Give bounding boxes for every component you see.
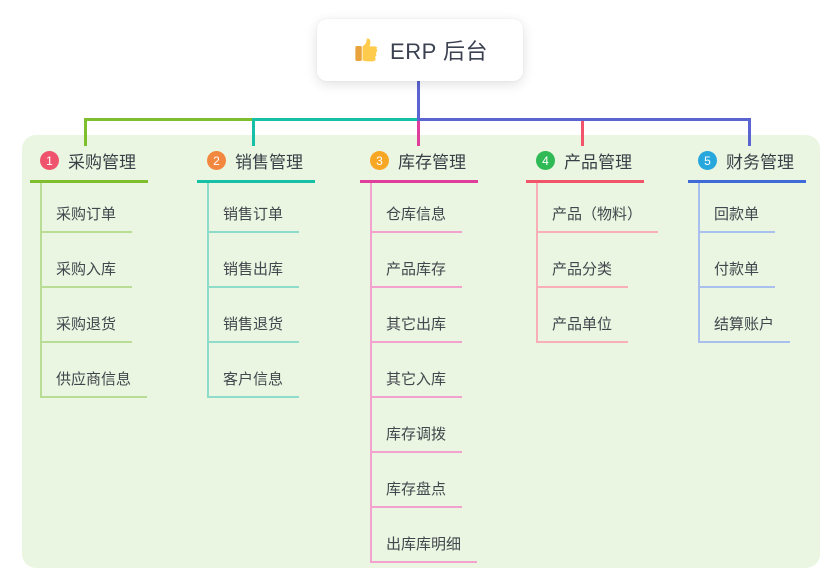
node-product-stock[interactable]: 产品库存 <box>370 258 463 288</box>
list-item: 回款单 <box>688 183 806 233</box>
branch-number-badge: 2 <box>207 151 226 170</box>
branches-panel <box>22 135 820 568</box>
branch-title: 产品管理 <box>564 153 632 172</box>
branch-header-purchase[interactable]: 1 采购管理 <box>30 148 148 183</box>
list-item: 客户信息 <box>197 343 315 398</box>
list-item: 仓库信息 <box>360 183 478 233</box>
branch-title: 销售管理 <box>235 153 303 172</box>
list-item: 采购退货 <box>30 288 148 343</box>
node-outbound-detail[interactable]: 出库库明细 <box>370 533 478 563</box>
list-item: 付款单 <box>688 233 806 288</box>
list-item: 出库库明细 <box>360 508 478 563</box>
list-item: 产品分类 <box>526 233 644 288</box>
branch-number-badge: 4 <box>536 151 555 170</box>
branch-purchase: 1 采购管理 采购订单 采购入库 采购退货 供应商信息 <box>30 148 148 398</box>
connector-bus-green <box>84 118 254 121</box>
list-item: 其它入库 <box>360 343 478 398</box>
branch-number-badge: 5 <box>698 151 717 170</box>
node-purchase-inbound[interactable]: 采购入库 <box>40 258 133 288</box>
connector-root-vertical <box>417 81 420 120</box>
list-item: 供应商信息 <box>30 343 148 398</box>
list-item: 其它出库 <box>360 288 478 343</box>
list-item: 产品单位 <box>526 288 644 343</box>
list-item: 产品（物料） <box>526 183 659 233</box>
node-customer-info[interactable]: 客户信息 <box>207 368 300 398</box>
list-item: 采购订单 <box>30 183 148 233</box>
node-product-unit[interactable]: 产品单位 <box>536 313 629 343</box>
node-other-inbound[interactable]: 其它入库 <box>370 368 463 398</box>
connector-bus-indigo <box>417 118 751 121</box>
branch-children: 仓库信息 产品库存 其它出库 其它入库 库存调拨 库存盘点 出库库明细 <box>360 183 478 563</box>
branch-product: 4 产品管理 产品（物料） 产品分类 产品单位 <box>526 148 659 343</box>
branch-header-product[interactable]: 4 产品管理 <box>526 148 644 183</box>
node-receipt-bill[interactable]: 回款单 <box>698 203 776 233</box>
root-node[interactable]: ERP 后台 <box>317 19 523 81</box>
node-sales-outbound[interactable]: 销售出库 <box>207 258 300 288</box>
node-other-outbound[interactable]: 其它出库 <box>370 313 463 343</box>
connector-drop-sales <box>252 118 255 146</box>
list-item: 结算账户 <box>688 288 806 343</box>
branch-title: 采购管理 <box>68 153 136 172</box>
node-sales-return[interactable]: 销售退货 <box>207 313 300 343</box>
branch-children: 采购订单 采购入库 采购退货 供应商信息 <box>30 183 148 398</box>
list-item: 采购入库 <box>30 233 148 288</box>
node-product-category[interactable]: 产品分类 <box>536 258 629 288</box>
connector-drop-product <box>581 121 584 146</box>
list-item: 销售出库 <box>197 233 315 288</box>
node-stock-taking[interactable]: 库存盘点 <box>370 478 463 508</box>
list-item: 销售订单 <box>197 183 315 233</box>
branch-number-badge: 1 <box>40 151 59 170</box>
branch-header-sales[interactable]: 2 销售管理 <box>197 148 315 183</box>
node-sales-order[interactable]: 销售订单 <box>207 203 300 233</box>
list-item: 库存盘点 <box>360 453 478 508</box>
branch-children: 产品（物料） 产品分类 产品单位 <box>526 183 659 343</box>
node-settlement-account[interactable]: 结算账户 <box>698 313 791 343</box>
branch-number-badge: 3 <box>370 151 389 170</box>
node-purchase-order[interactable]: 采购订单 <box>40 203 133 233</box>
list-item: 库存调拨 <box>360 398 478 453</box>
branch-children: 销售订单 销售出库 销售退货 客户信息 <box>197 183 315 398</box>
branch-header-finance[interactable]: 5 财务管理 <box>688 148 806 183</box>
branch-children: 回款单 付款单 结算账户 <box>688 183 806 343</box>
branch-sales: 2 销售管理 销售订单 销售出库 销售退货 客户信息 <box>197 148 315 398</box>
node-purchase-return[interactable]: 采购退货 <box>40 313 133 343</box>
node-product-material[interactable]: 产品（物料） <box>536 203 659 233</box>
node-warehouse-info[interactable]: 仓库信息 <box>370 203 463 233</box>
connector-drop-finance <box>748 118 751 146</box>
branch-inventory: 3 库存管理 仓库信息 产品库存 其它出库 其它入库 库存调拨 库存盘点 出库库… <box>360 148 478 563</box>
branch-title: 库存管理 <box>398 153 466 172</box>
node-stock-transfer[interactable]: 库存调拨 <box>370 423 463 453</box>
list-item: 产品库存 <box>360 233 478 288</box>
node-payment-bill[interactable]: 付款单 <box>698 258 776 288</box>
thumbs-up-icon <box>352 37 379 64</box>
connector-drop-purchase <box>84 118 87 146</box>
branch-header-inventory[interactable]: 3 库存管理 <box>360 148 478 183</box>
connector-bus-teal <box>252 118 419 121</box>
branch-title: 财务管理 <box>726 153 794 172</box>
node-supplier-info[interactable]: 供应商信息 <box>40 368 148 398</box>
connector-drop-inventory <box>417 121 420 146</box>
root-node-label: ERP 后台 <box>390 39 488 64</box>
list-item: 销售退货 <box>197 288 315 343</box>
branch-finance: 5 财务管理 回款单 付款单 结算账户 <box>688 148 806 343</box>
